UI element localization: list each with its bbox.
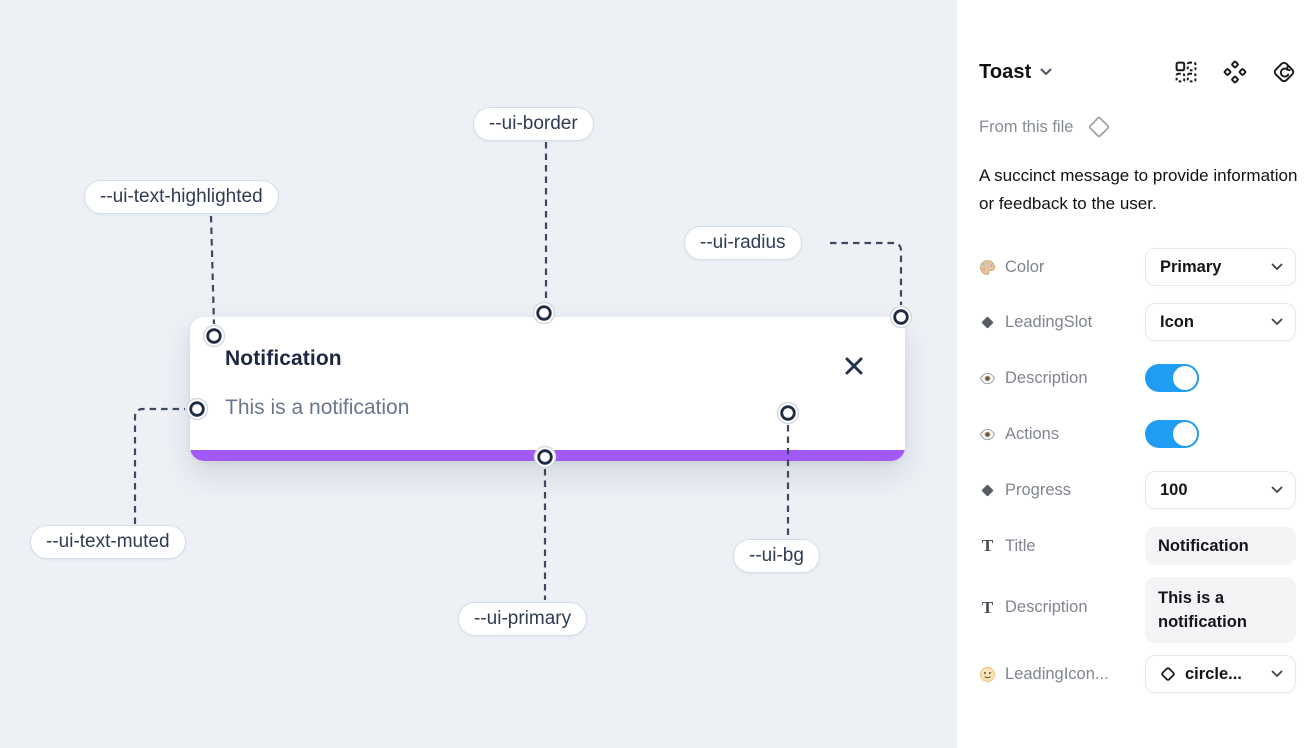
prop-label: LeadingSlot xyxy=(979,313,1145,332)
toggle-knob xyxy=(1173,422,1197,446)
chevron-down-icon xyxy=(1040,68,1052,75)
token-pill-ui-border[interactable]: --ui-border xyxy=(473,107,594,141)
prop-row-description-toggle: Description xyxy=(979,359,1296,397)
instance-swap-icon[interactable] xyxy=(1174,60,1198,84)
prop-row-leadingicon: LeadingIcon... circle... xyxy=(979,655,1296,693)
diamond-icon xyxy=(979,314,996,331)
prop-label: Color xyxy=(979,258,1145,277)
chevron-down-icon xyxy=(1271,486,1283,493)
token-pill-ui-primary[interactable]: --ui-primary xyxy=(458,602,588,636)
prop-label: Description xyxy=(979,369,1145,388)
progress-select[interactable]: 100 xyxy=(1145,471,1296,509)
text-icon: T xyxy=(981,598,994,617)
chevron-down-icon xyxy=(1271,318,1283,325)
toast-progress-bar xyxy=(190,450,905,461)
source-row: From this file xyxy=(979,114,1112,140)
diamond-outline-icon xyxy=(1161,667,1175,681)
diamond-outline-icon xyxy=(1089,116,1110,138)
prop-row-leadingslot: LeadingSlot Icon xyxy=(979,303,1296,341)
leadingicon-select[interactable]: circle... xyxy=(1145,655,1296,693)
token-pill-ui-text-muted[interactable]: --ui-text-muted xyxy=(30,525,186,559)
toast-title: Notification xyxy=(225,347,342,370)
component-selector[interactable]: Toast xyxy=(979,61,1052,84)
connector-ui-text-highlighted xyxy=(209,215,216,325)
connector-ui-text-muted xyxy=(133,407,185,524)
prop-row-actions-toggle: Actions xyxy=(979,415,1296,453)
close-icon[interactable] xyxy=(843,355,865,377)
canvas: Notification This is a notification xyxy=(30,107,913,636)
component-icon[interactable] xyxy=(1223,60,1247,84)
title-field[interactable]: Notification xyxy=(1145,527,1296,565)
prop-row-progress: Progress 100 xyxy=(979,471,1296,509)
color-select[interactable]: Primary xyxy=(1145,248,1296,286)
palette-icon xyxy=(979,259,996,276)
prop-label: Actions xyxy=(979,425,1145,444)
component-description: A succinct message to provide informatio… xyxy=(979,166,1298,213)
toggle-knob xyxy=(1173,366,1197,390)
token-pill-ui-radius[interactable]: --ui-radius xyxy=(684,226,802,260)
eye-icon xyxy=(979,370,996,387)
leadingslot-select[interactable]: Icon xyxy=(1145,303,1296,341)
prop-row-description-text: T Description This is a notification xyxy=(979,577,1296,643)
panel-header: Toast xyxy=(979,56,1296,88)
eye-icon xyxy=(979,426,996,443)
prop-row-title: T Title Notification xyxy=(979,527,1296,565)
actions-toggle[interactable] xyxy=(1145,420,1199,448)
connector-ui-radius xyxy=(830,241,903,305)
chevron-down-icon xyxy=(1271,263,1283,270)
toast-preview[interactable]: Notification This is a notification xyxy=(190,317,905,461)
prop-label: LeadingIcon... xyxy=(979,665,1145,684)
diamond-icon xyxy=(979,482,996,499)
prop-label: T Description xyxy=(979,598,1145,617)
prop-label: T Title xyxy=(979,537,1145,556)
prop-label: Progress xyxy=(979,481,1145,500)
source-label: From this file xyxy=(979,117,1074,136)
chevron-down-icon xyxy=(1271,670,1283,677)
smiley-icon xyxy=(979,666,996,683)
return-to-component-icon[interactable] xyxy=(1272,60,1296,84)
token-pill-ui-text-highlighted[interactable]: --ui-text-highlighted xyxy=(84,180,279,214)
prop-row-color: Color Primary xyxy=(979,248,1296,286)
description-field[interactable]: This is a notification xyxy=(1145,577,1296,643)
header-icons xyxy=(1174,60,1296,84)
text-icon: T xyxy=(981,536,994,556)
properties-panel: Toast xyxy=(957,0,1312,748)
component-name: Toast xyxy=(979,60,1032,83)
toast-description: This is a notification xyxy=(225,396,410,419)
token-pill-ui-bg[interactable]: --ui-bg xyxy=(733,539,820,573)
description-toggle[interactable] xyxy=(1145,364,1199,392)
